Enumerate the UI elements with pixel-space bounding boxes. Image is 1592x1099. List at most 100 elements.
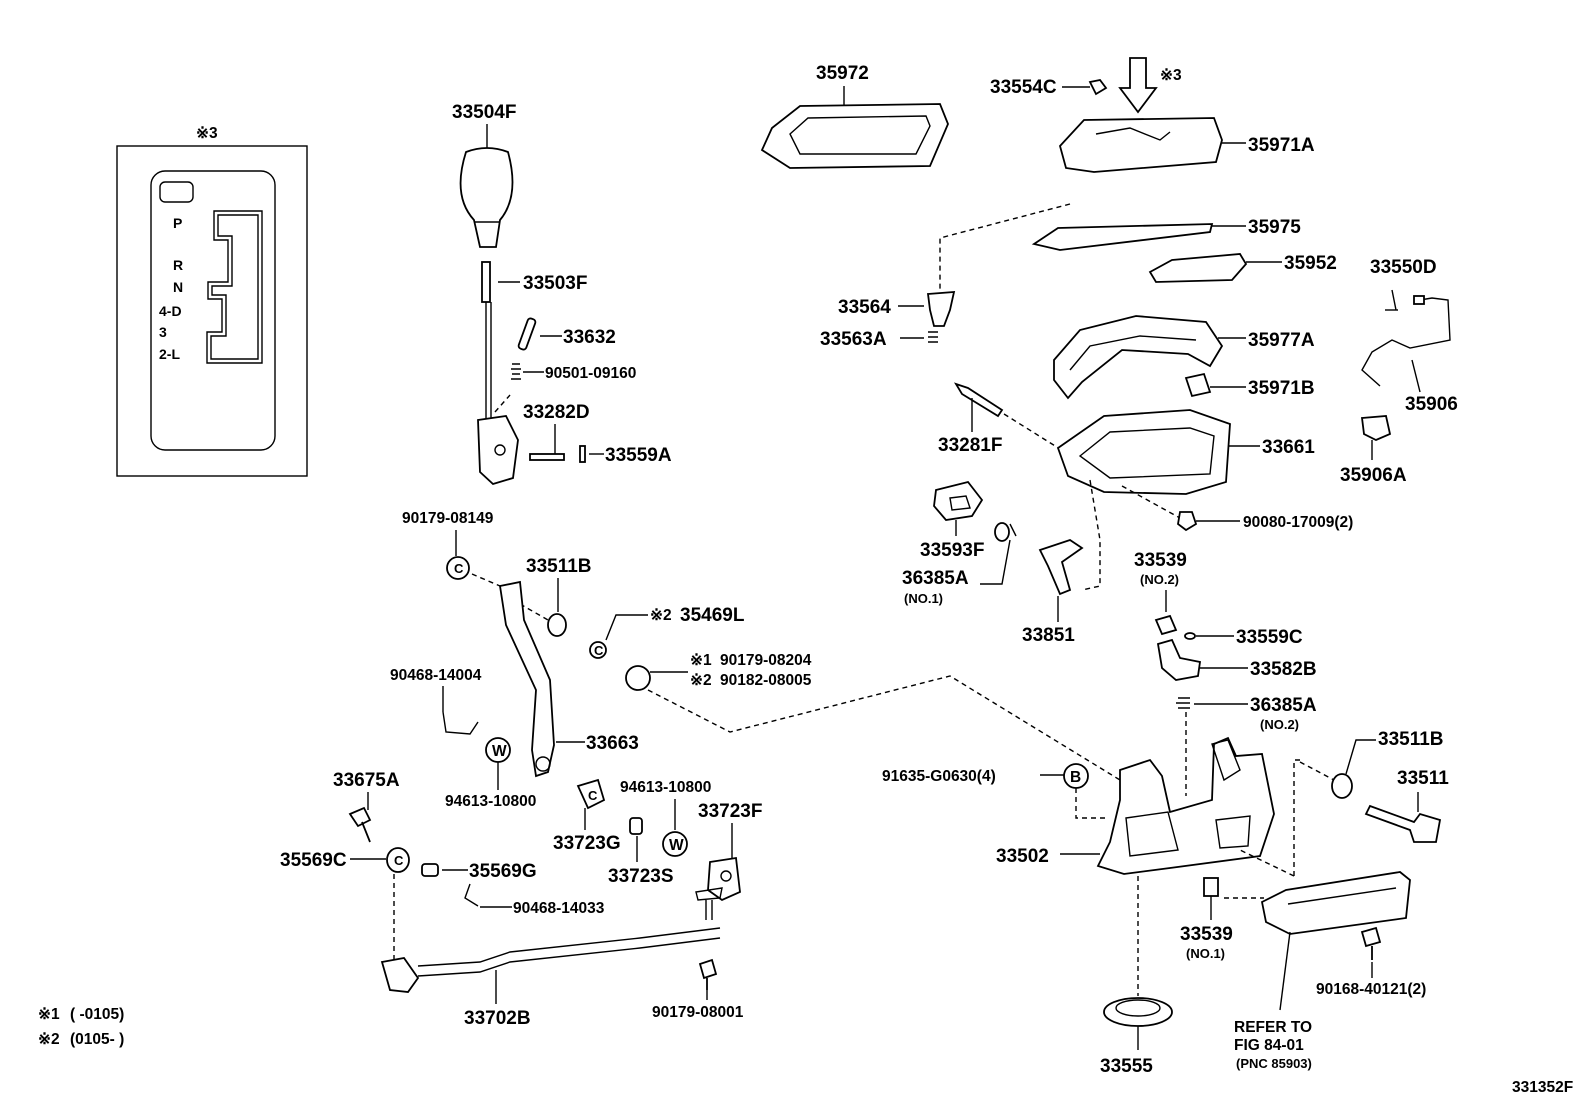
pin-33550D-icon <box>1391 289 1397 311</box>
note-no1-b: (NO.1) <box>1186 946 1225 961</box>
connector-35906A-icon <box>1360 415 1392 441</box>
note-no2-a: (NO.2) <box>1140 572 1179 587</box>
bolt-33675A-icon <box>348 806 372 843</box>
lever-bracket-icon <box>477 415 519 486</box>
pin-33282D-icon <box>529 453 565 461</box>
marker-1-90179: ※1 <box>690 652 712 669</box>
release-33511-icon <box>1364 804 1442 843</box>
clip-33564-icon <box>926 291 956 327</box>
label-33723F: 33723F <box>698 801 762 822</box>
label-90179-08204: 90179-08204 <box>720 652 812 669</box>
pin-33281F-icon <box>953 382 1004 418</box>
label-33663: 33663 <box>586 733 639 754</box>
clip-33559A-icon <box>579 445 586 463</box>
nut-90080-17009-icon <box>1177 511 1198 532</box>
marker-2-90182: ※2 <box>690 672 712 689</box>
label-33723S: 33723S <box>608 866 674 887</box>
note-no2-b: (NO.2) <box>1260 717 1299 732</box>
label-90468-14033: 90468-14033 <box>513 900 605 917</box>
spring-36385A-1-icon <box>994 522 1010 542</box>
cover-35975-icon <box>1031 223 1214 251</box>
gear-3: 3 <box>159 324 167 340</box>
bushing-33511B-right-icon <box>1331 773 1353 799</box>
boot-33555-icon <box>1103 997 1173 1027</box>
inset-frame <box>116 145 308 477</box>
w-mark-1: W <box>492 743 507 760</box>
pin-33632-icon <box>517 317 537 351</box>
label-33661: 33661 <box>1262 437 1315 458</box>
label-35971B: 35971B <box>1248 378 1315 399</box>
label-35569C: 35569C <box>280 850 347 871</box>
shift-knob-group: 33504F 33503F 33632 90501-09160 33282D 3… <box>452 102 672 486</box>
spring-36385A-2-icon <box>1176 697 1190 709</box>
bracket-33723F-icon <box>707 856 741 902</box>
clip-35469L-icon <box>589 641 607 659</box>
label-94613-10800-a: 94613-10800 <box>445 793 536 810</box>
gate-slot-inner <box>210 214 259 360</box>
lever-thread-icon <box>481 261 491 303</box>
base-group: 91635-G0630(4) B 33502 33511B 33511 3353… <box>882 729 1449 1077</box>
screw-90168-40121-icon <box>1360 926 1382 960</box>
w-mark-2: W <box>669 837 684 854</box>
c-mark-2: C <box>594 643 604 658</box>
label-33511B-left: 33511B <box>526 556 592 577</box>
label-35977A: 35977A <box>1248 330 1315 351</box>
label-33559A: 33559A <box>605 445 672 466</box>
label-36385A-2: 36385A <box>1250 695 1317 716</box>
label-36385A-1: 36385A <box>902 568 969 589</box>
gear-r: R <box>173 257 183 273</box>
label-35906A: 35906A <box>1340 465 1407 486</box>
guide-line-nut-to-base <box>647 675 1121 781</box>
label-33539-no1: 33539 <box>1180 924 1233 945</box>
label-33723G: 33723G <box>553 833 621 854</box>
figure-code: 331352F <box>1512 1079 1573 1096</box>
label-35975: 35975 <box>1248 217 1301 238</box>
spring-icon <box>511 363 521 380</box>
gate-plate <box>150 170 276 451</box>
label-90501-09160: 90501-09160 <box>545 365 636 382</box>
label-33554C: 33554C <box>990 77 1057 98</box>
gear-p: P <box>173 215 182 231</box>
c-mark-3: C <box>588 788 598 803</box>
label-90080-17009: 90080-17009(2) <box>1243 514 1353 531</box>
refer-line-1: REFER TO <box>1234 1019 1312 1036</box>
label-33702B: 33702B <box>464 1008 531 1029</box>
nut-90179-08001-icon <box>698 958 718 990</box>
shift-knob-icon <box>459 147 514 248</box>
label-90168-40121: 90168-40121(2) <box>1316 981 1426 998</box>
plate-35952-icon <box>1148 253 1248 283</box>
label-33550D: 33550D <box>1370 257 1437 278</box>
inset-marker: ※3 <box>196 125 218 142</box>
refer-line-2: FIG 84-01 <box>1234 1037 1304 1054</box>
nut-90179-08204-icon <box>625 665 651 691</box>
collar-35569G-icon <box>421 863 439 877</box>
grease-w-icon-2 <box>662 831 688 857</box>
harness-35906-icon <box>1361 297 1451 387</box>
switch-35971B-icon <box>1184 372 1212 398</box>
bushing-33511B-icon <box>547 613 567 637</box>
bezel-35972-icon <box>760 103 949 169</box>
footnote-2-mark: ※2 <box>38 1031 60 1048</box>
label-33851: 33851 <box>1022 625 1075 646</box>
note-no1-a: (NO.1) <box>904 591 943 606</box>
marker-3-top: ※3 <box>1160 67 1182 84</box>
sensor-33539-no2-icon <box>1154 614 1178 636</box>
label-33511: 33511 <box>1397 768 1449 789</box>
label-33539-no2: 33539 <box>1134 550 1187 571</box>
refer-line-3: (PNC 85903) <box>1236 1056 1312 1071</box>
marker-2-35469L: ※2 <box>650 607 672 624</box>
indicator-35971A-icon <box>1059 117 1223 173</box>
label-33563A: 33563A <box>820 329 887 350</box>
label-35971A: 35971A <box>1248 135 1315 156</box>
rod-end-icon <box>380 957 420 993</box>
gear-n: N <box>173 279 183 295</box>
lever-33851-icon <box>1038 539 1084 596</box>
label-90182-08005: 90182-08005 <box>720 672 812 689</box>
indicator-group: 35972 33554C ※3 35971A 35975 35952 33564… <box>760 57 1458 532</box>
label-33503F: 33503F <box>523 273 587 294</box>
link-33582B-icon <box>1156 638 1202 681</box>
footnote-1-text: ( -0105) <box>70 1006 124 1023</box>
c-mark-1: C <box>454 561 464 576</box>
switch-85903-icon <box>1260 871 1411 935</box>
